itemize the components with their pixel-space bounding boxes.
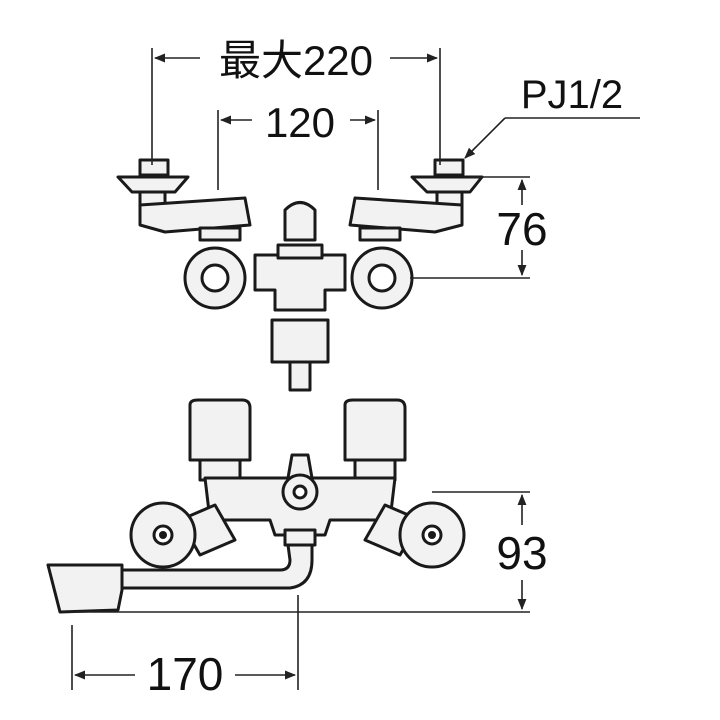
- front-height-label: 93: [496, 527, 547, 579]
- max-spread-label: 最大220: [219, 37, 373, 84]
- right-valve-knob: [350, 246, 414, 310]
- thread-size-label: PJ1/2: [521, 73, 623, 117]
- dimension-lines: [70, 48, 640, 690]
- right-leg: [363, 501, 466, 569]
- left-valve-knob: [183, 246, 247, 310]
- front-view: [46, 398, 466, 614]
- top-height-label: 76: [496, 203, 547, 255]
- center-diverter: [281, 453, 319, 511]
- central-body: [253, 201, 347, 392]
- spout-reach-label: 170: [147, 648, 224, 700]
- spout: [46, 528, 317, 614]
- left-handle: [188, 398, 252, 462]
- left-leg: [129, 501, 237, 569]
- right-handle: [343, 398, 407, 462]
- right-elbow-fitting: [348, 158, 484, 242]
- top-view: [116, 158, 484, 392]
- left-elbow-fitting: [116, 158, 252, 242]
- dimension-labels: 最大220 120 PJ1/2 76 93 170: [147, 37, 624, 700]
- center-spread-label: 120: [265, 99, 335, 146]
